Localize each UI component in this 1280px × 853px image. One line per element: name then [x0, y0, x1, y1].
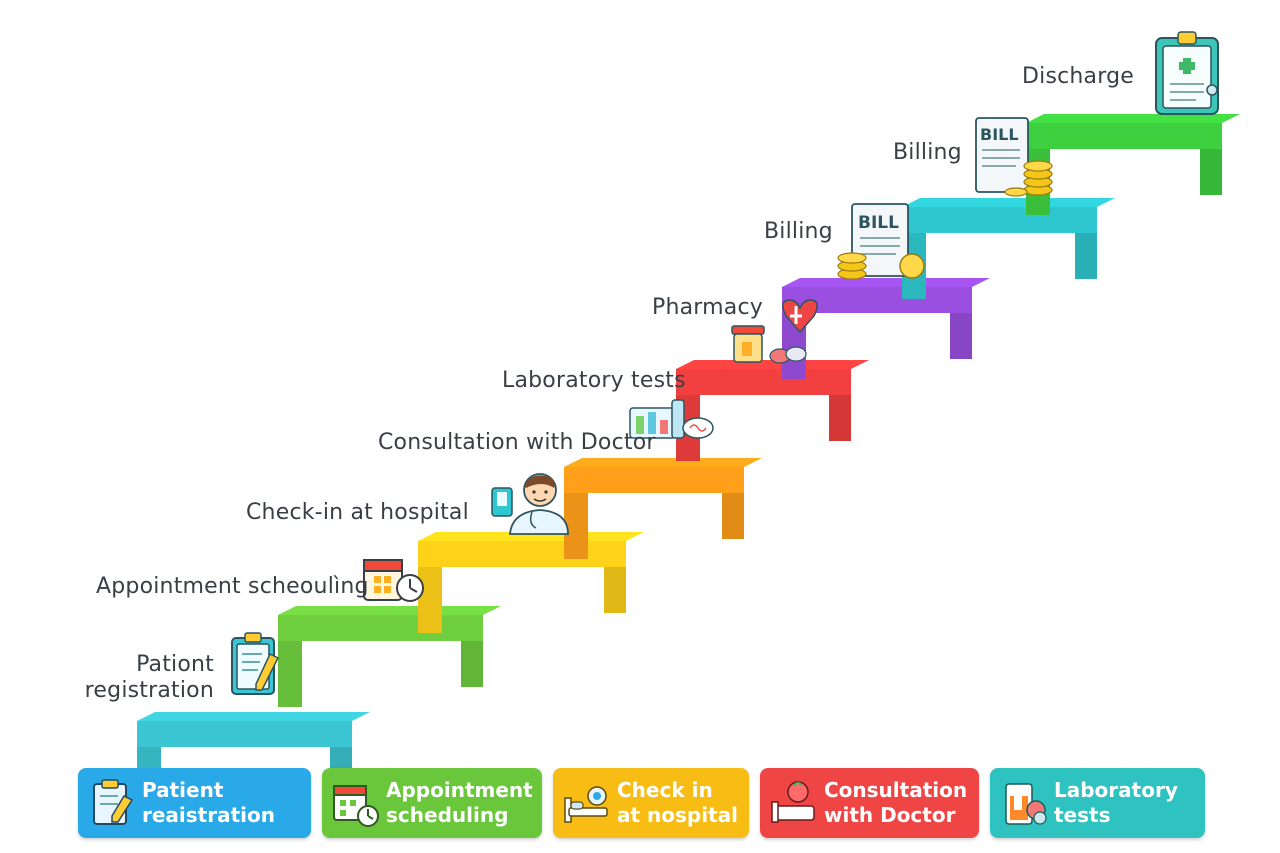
bill-coins-icon: BILL [975, 117, 1053, 197]
step-label-line-1: Pationt [136, 652, 214, 677]
bill-text: BILL [980, 125, 1019, 144]
legend-line-1: Appointment [386, 778, 533, 802]
test-tubes-icon [1005, 783, 1047, 825]
medicine-jar-icon [731, 299, 818, 364]
stair-step [278, 606, 501, 707]
legend-line-2: with Doctor [824, 803, 956, 827]
legend-card-patient-registration: Patient reaistration [78, 768, 311, 838]
legend-card-consultation: Consultation with Doctor [760, 768, 979, 838]
stair-step [902, 198, 1115, 299]
legend-card-appointment: Appointment scheduling [322, 768, 542, 838]
step-label-discharge: Discharge [1022, 64, 1134, 89]
step-label-line-2: registration [84, 678, 214, 703]
stair-tread [278, 606, 501, 615]
legend-card-laboratory: Laboratory tests [990, 768, 1205, 838]
stair-tread [137, 712, 370, 721]
legend-line-1: Laboratory [1054, 778, 1178, 802]
step-label-billing-1: Billing [764, 219, 833, 244]
stair-tread [1026, 114, 1240, 123]
legend-line-2: reaistration [142, 803, 275, 827]
bill-text: BILL [858, 213, 899, 233]
stair-step [564, 458, 762, 559]
stair-front [418, 541, 626, 567]
stair-front [676, 369, 851, 395]
stair-tread [676, 360, 869, 369]
doctor-icon [491, 473, 569, 535]
legend-line-2: tests [1054, 803, 1111, 827]
step-label-billing-2: Billing [893, 140, 962, 165]
calendar-clock-icon [363, 559, 424, 602]
legend-line-2: at nospital [617, 803, 738, 827]
clipboard-pencil-icon [231, 632, 280, 695]
stair-step [676, 360, 869, 461]
stair-tread [902, 198, 1115, 207]
legend-line-2: scheduling [386, 803, 509, 827]
step-label-laboratory: Laboratory tests [502, 368, 686, 393]
bed-icon [564, 786, 608, 823]
calendar-icon [333, 785, 379, 827]
test-tubes-icon [629, 399, 714, 439]
clipboard-icon [93, 779, 134, 825]
stair-front [564, 467, 744, 493]
stair-tread [564, 458, 762, 467]
stair-steps [137, 114, 1240, 813]
medical-clipboard-icon [1155, 31, 1219, 115]
step-label-pharmacy: Pharmacy [652, 295, 763, 320]
step-label-patient-registration: Pationt registration [74, 652, 214, 704]
legend-card-check-in: Check in at nospital [553, 768, 749, 838]
bill-coins-icon: BILL [837, 203, 925, 280]
step-label-appointment: Appointment scheoulìng [96, 574, 369, 599]
stair-tread [782, 278, 990, 287]
step-label-check-in: Check-in at hospital [246, 500, 469, 525]
legend-line-1: Consultation [824, 778, 968, 802]
stair-front [278, 615, 483, 641]
stair-front [902, 207, 1097, 233]
legend-line-1: Check in [617, 778, 713, 802]
stair-front [137, 721, 352, 747]
legend-line-1: Patient [142, 778, 224, 802]
step-label-consultation: Consultation with Doctor [378, 430, 656, 455]
consultation-icon [771, 781, 815, 823]
stair-front [1026, 123, 1222, 149]
